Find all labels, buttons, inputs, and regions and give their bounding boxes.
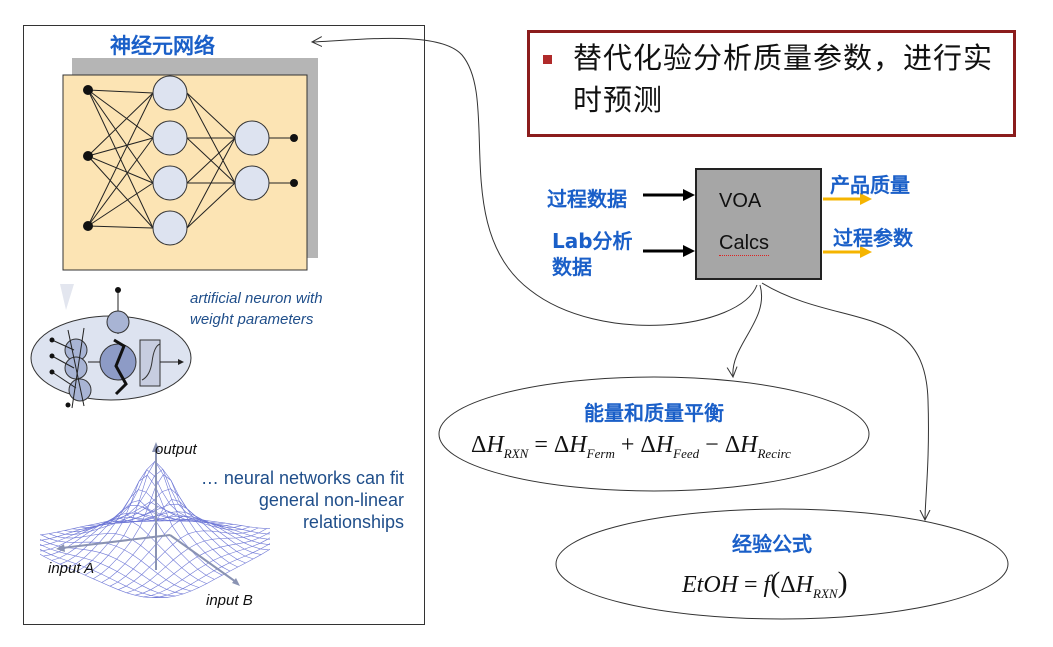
output-process-params: 过程参数 <box>833 226 913 250</box>
surface-gridline <box>87 468 238 568</box>
connection-line <box>87 137 154 227</box>
connection-line <box>186 137 236 229</box>
surface-gridline <box>64 499 215 580</box>
input-node <box>83 151 93 161</box>
fit-text-line2: general non-linear <box>258 490 404 510</box>
connection-line <box>87 155 154 229</box>
connection-line <box>87 182 154 227</box>
connection-line <box>87 225 154 229</box>
axis-output-label: output <box>155 441 197 458</box>
connection-line <box>87 92 154 157</box>
surface-gridline <box>40 553 160 598</box>
connection-line <box>186 182 236 229</box>
surface-gridline <box>103 503 254 560</box>
surface-gridline <box>95 488 246 564</box>
surface-gridline <box>118 515 269 551</box>
neuron-caption-line1: artificial neuron with <box>190 290 323 307</box>
connection-line <box>87 155 154 184</box>
input-node <box>83 221 93 231</box>
connection-line <box>87 89 154 94</box>
neuron-node <box>152 210 188 246</box>
voa-label: VOA <box>719 190 762 212</box>
surface-gridline <box>40 543 176 597</box>
callout-text: 替代化验分析质量参数，进行实时预测 <box>573 41 994 117</box>
eq-sub-feed: Feed <box>673 446 700 461</box>
axis-input-a-label: input A <box>48 560 95 577</box>
eq-sub-ferm: Ferm <box>586 446 615 461</box>
empirical-formula-equation: EtOH = f(ΔHRXN) <box>682 566 848 601</box>
input-node <box>83 85 93 95</box>
neuron-node <box>234 165 270 201</box>
connection-line <box>87 89 154 184</box>
fit-text-line1: … neural networks can fit <box>200 468 404 488</box>
eq-lhs-etoh: EtOH <box>682 572 738 598</box>
neuron-node <box>234 120 270 156</box>
surface-gridline <box>111 511 262 555</box>
neural-network-title: 神经元网络 <box>110 34 215 58</box>
surface-gridline <box>149 501 270 529</box>
surface-gridline <box>72 474 223 576</box>
output-node <box>290 134 298 142</box>
eq-sub-recirc: Recirc <box>757 446 791 461</box>
neuron-caption-line2: weight parameters <box>190 311 314 328</box>
surface-gridline <box>40 534 192 592</box>
connection-line <box>186 92 236 139</box>
input-process-data: 过程数据 <box>547 187 627 211</box>
output-node <box>290 179 298 187</box>
nonlinear-surface-plot <box>40 442 270 598</box>
surface-gridline <box>56 520 207 584</box>
calcs-label: Calcs <box>719 232 770 256</box>
connection-line <box>87 137 154 157</box>
surface-gridline <box>126 514 270 545</box>
input-lab-data: Lab分析 数据 <box>552 228 633 280</box>
callout-box: 替代化验分析质量参数，进行实时预测 <box>527 30 1016 137</box>
nonlinear-fit-text: … neural networks can fit general non-li… <box>160 467 404 533</box>
connection-line <box>87 89 154 139</box>
eq-sub-rxn: RXN <box>503 446 529 461</box>
neuron-node <box>152 75 188 111</box>
eq-arg-sub-rxn: RXN <box>813 586 838 601</box>
connection-line <box>186 137 236 184</box>
axis-input-b-label: input B <box>206 592 253 609</box>
output-product-quality: 产品质量 <box>830 173 910 197</box>
eq-func-f: f <box>763 572 771 598</box>
bullet-icon <box>543 55 552 64</box>
input-lab-line1: Lab分析 <box>552 229 633 253</box>
surface-gridline <box>40 538 184 595</box>
input-lab-line2: 数据 <box>552 255 592 279</box>
neuron-node <box>152 165 188 201</box>
surface-gridline <box>134 511 270 540</box>
surface-gridline <box>48 533 200 588</box>
voa-calcs-box: VOA Calcs <box>695 168 822 280</box>
neural-network-diagram <box>62 58 318 271</box>
energy-balance-equation: ΔHRXN = ΔHFerm + ΔHFeed − ΔHRecirc <box>471 432 791 461</box>
connection-line <box>87 92 154 227</box>
neuron-caption: artificial neuron with weight parameters <box>190 288 323 330</box>
fit-text-line3: relationships <box>302 512 404 532</box>
artificial-neuron-illustration <box>30 284 192 409</box>
neuron-node <box>152 120 188 156</box>
empirical-formula-title: 经验公式 <box>732 532 812 556</box>
surface-gridline <box>40 548 168 598</box>
energy-balance-title: 能量和质量平衡 <box>584 401 724 425</box>
